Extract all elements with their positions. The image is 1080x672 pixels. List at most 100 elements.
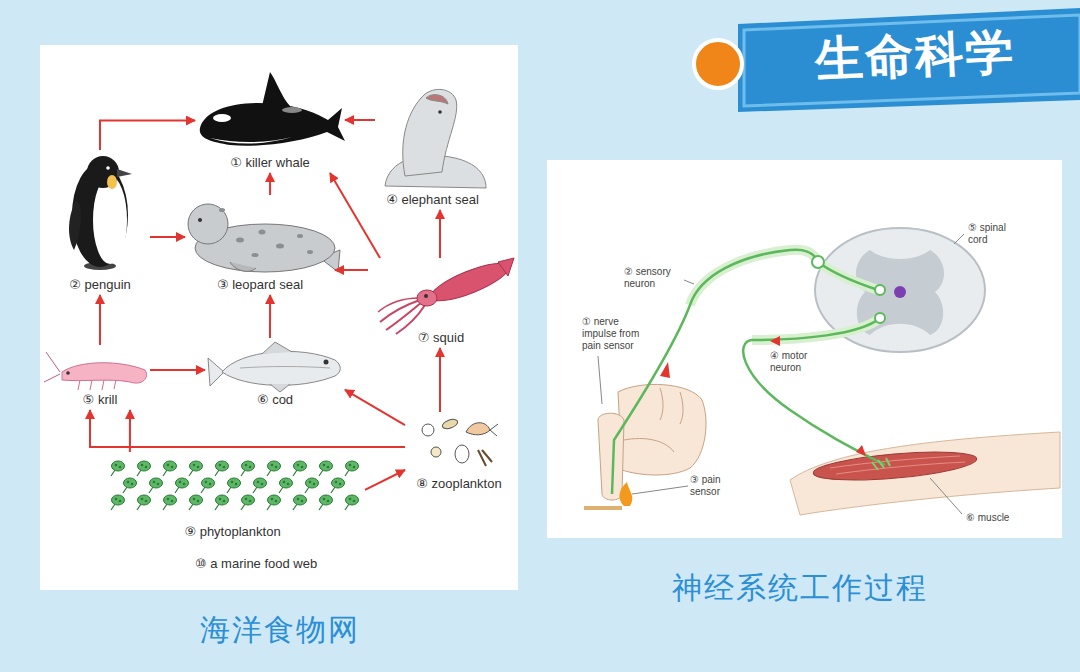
food-web-panel xyxy=(40,45,518,590)
phytoplankton-figure xyxy=(149,478,163,493)
cod-figure xyxy=(270,384,290,392)
leopard-seal-figure xyxy=(219,208,225,212)
phytoplankton-figure xyxy=(345,461,359,476)
phytoplankton-figure xyxy=(215,461,229,476)
motor-neuron xyxy=(743,313,890,470)
penguin-figure xyxy=(107,175,117,189)
krill-figure xyxy=(62,363,147,383)
squid-figure xyxy=(378,298,419,312)
hand-figure xyxy=(598,413,624,500)
sensory-neuron xyxy=(812,256,824,268)
phytoplankton-figure xyxy=(111,495,125,510)
organism-node: ⑧ zooplankton xyxy=(405,412,513,494)
impulse-arrow xyxy=(770,336,780,346)
squid-figure xyxy=(498,258,514,276)
leopard-seal-figure xyxy=(276,244,284,249)
node-label: ② penguin xyxy=(69,277,131,292)
match-figure xyxy=(584,482,632,510)
krill-figure xyxy=(78,380,116,390)
killer-whale-figure xyxy=(200,72,345,146)
phytoplankton-figure xyxy=(345,495,359,510)
feeding-arrow xyxy=(90,410,405,447)
phytoplankton-figure xyxy=(215,495,229,510)
leopard-seal-figure xyxy=(188,204,340,272)
node-label: ③ leopard seal xyxy=(217,277,303,292)
leader-line xyxy=(598,234,964,514)
cod-figure xyxy=(324,360,329,365)
motor-neuron xyxy=(743,318,885,465)
phytoplankton-figure xyxy=(267,495,281,510)
callout-label: ① nerve impulse from pain sensor xyxy=(582,316,648,352)
phytoplankton-figure xyxy=(267,461,281,476)
sensory-neuron xyxy=(875,285,885,295)
phytoplankton-figure xyxy=(137,461,151,476)
phytoplankton-figure xyxy=(319,495,333,510)
node-label: ⑥ cod xyxy=(257,392,293,407)
node-label: ① killer whale xyxy=(230,155,310,170)
phytoplankton-figure xyxy=(189,495,203,510)
phytoplankton-figure xyxy=(253,478,267,493)
callout-label: ⑥ muscle xyxy=(966,512,1009,524)
phytoplankton-figure xyxy=(293,461,307,476)
leopard-seal-figure xyxy=(307,250,313,254)
impulse-arrow xyxy=(856,445,866,456)
match-figure xyxy=(584,506,622,510)
node-label: ⑧ zooplankton xyxy=(416,476,501,491)
phytoplankton-figure xyxy=(293,495,307,510)
callout-label: ⑩ a marine food web xyxy=(195,556,317,572)
zooplankton-figure xyxy=(490,424,498,436)
zooplankton-figure xyxy=(455,445,469,463)
forearm-figure xyxy=(830,456,965,474)
phytoplankton-figure xyxy=(111,461,125,476)
krill-figure xyxy=(44,352,147,390)
feeding-arrow xyxy=(335,269,368,271)
cod-figure xyxy=(222,351,340,385)
phytoplankton-figure xyxy=(331,478,345,493)
feeding-arrow xyxy=(269,173,271,195)
spinal-cord-figure xyxy=(894,286,906,298)
feeding-arrow xyxy=(330,173,380,258)
panel-caption: 神经系统工作过程 xyxy=(672,570,928,606)
leopard-seal-figure xyxy=(259,230,266,235)
feeding-arrow xyxy=(439,210,441,258)
feeding-arrow xyxy=(100,121,195,151)
phytoplankton-figure xyxy=(279,478,293,493)
nerve-root-band xyxy=(690,250,878,305)
killer-whale-figure xyxy=(213,114,231,122)
leader-line xyxy=(954,234,964,244)
node-label: ④ elephant seal xyxy=(386,192,479,207)
phytoplankton-figure xyxy=(111,461,359,510)
zooplankton-figure xyxy=(478,450,492,466)
node-label: ⑤ krill xyxy=(83,392,118,407)
phytoplankton-figure xyxy=(189,461,203,476)
cod-figure xyxy=(262,342,292,354)
penguin-figure xyxy=(69,156,132,270)
penguin-figure xyxy=(93,176,127,264)
organism-node: ④ elephant seal xyxy=(375,78,490,210)
feeding-arrow xyxy=(345,119,375,121)
penguin-figure xyxy=(117,169,132,177)
squid-figure xyxy=(378,256,514,334)
hand-figure xyxy=(660,388,683,424)
leopard-seal-figure xyxy=(252,253,259,257)
squid-figure xyxy=(427,256,513,308)
panel-caption: 海洋食物网 xyxy=(200,612,360,648)
callout-label: ④ motor neuron xyxy=(770,350,822,374)
elephant-seal-figure xyxy=(385,89,486,188)
zooplankton-figure xyxy=(431,447,441,457)
phytoplankton-figure xyxy=(241,495,255,510)
hand-figure xyxy=(618,384,706,475)
callout-label: ⑤ spinal cord xyxy=(968,222,1016,246)
leader-line xyxy=(684,280,694,284)
phytoplankton-figure xyxy=(305,478,319,493)
elephant-seal-figure xyxy=(426,95,448,104)
feeding-arrow xyxy=(150,369,205,371)
leader-line xyxy=(632,486,688,494)
phytoplankton-figure xyxy=(175,478,189,493)
callout-label: ③ pain sensor xyxy=(690,474,742,498)
feeding-arrow xyxy=(99,295,101,345)
krill-figure xyxy=(44,374,60,382)
cod-figure xyxy=(208,342,340,392)
